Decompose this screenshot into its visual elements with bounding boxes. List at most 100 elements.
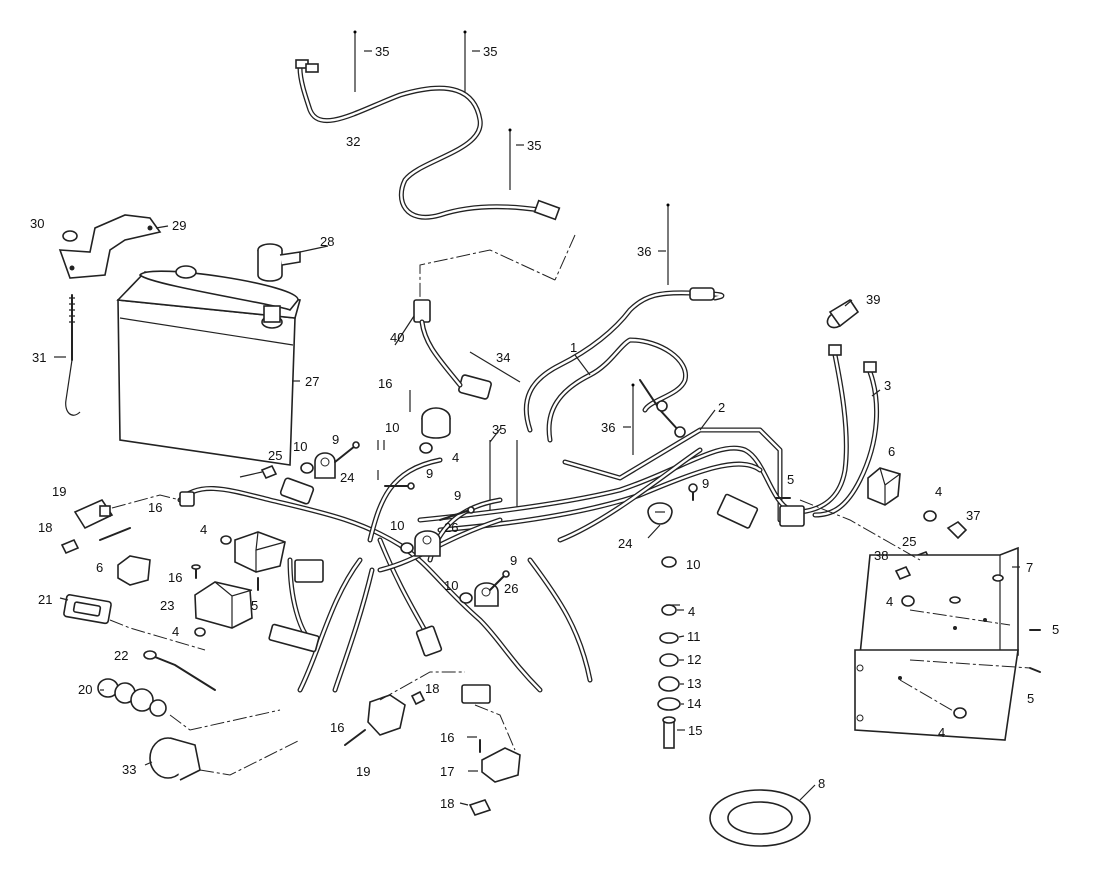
callout-9: 9: [454, 488, 461, 503]
callout-37: 37: [966, 508, 980, 523]
callout-35: 35: [375, 44, 389, 59]
battery-hold-down-29: [58, 214, 162, 279]
connector: [294, 559, 324, 583]
fuse-holder-40: [413, 299, 463, 388]
callout-28: 28: [320, 234, 334, 249]
callout-17: 17: [440, 764, 454, 779]
screws-16: [191, 564, 201, 579]
callout-38: 38: [874, 548, 888, 563]
cable-ties-35: [353, 30, 518, 510]
callout-36: 36: [601, 420, 615, 435]
callout-16: 16: [148, 500, 162, 515]
callout-27: 27: [305, 374, 319, 389]
callout-16: 16: [440, 730, 454, 745]
grommet-20: [97, 678, 281, 731]
battery-27: [116, 265, 302, 466]
relay-6-left: [117, 555, 151, 586]
callout-35: 35: [483, 44, 497, 59]
callout-5: 5: [251, 598, 258, 613]
callout-15: 15: [688, 723, 702, 738]
callout-labels: 1 2 3 4 4 4 4 4 4 4 5 5 5 5 6 6 7 8 9 9 …: [30, 44, 1059, 811]
terminal-38: [894, 565, 912, 581]
callout-24: 24: [618, 536, 632, 551]
nut-4: [220, 535, 232, 545]
connector: [268, 623, 320, 653]
callout-19: 19: [356, 764, 370, 779]
callout-16: 16: [168, 570, 182, 585]
callout-36: 36: [637, 244, 651, 259]
callout-10: 10: [293, 439, 307, 454]
callout-18: 18: [425, 681, 439, 696]
callout-19: 19: [52, 484, 66, 499]
callout-40: 40: [390, 330, 404, 345]
nuts-10: [300, 440, 677, 604]
bolt-31: [65, 294, 81, 416]
wire-22: [143, 650, 216, 691]
terminal-cover-28: [257, 243, 301, 282]
mounting-hardware-stack: [657, 604, 681, 749]
connector: [716, 493, 759, 529]
connector: [179, 491, 195, 507]
callout-6: 6: [96, 560, 103, 575]
callout-5: 5: [1052, 622, 1059, 637]
callout-9: 9: [426, 466, 433, 481]
callout-30: 30: [30, 216, 44, 231]
callout-25: 25: [268, 448, 282, 463]
connector-19: [73, 494, 181, 530]
callout-22: 22: [114, 648, 128, 663]
nut-4: [923, 510, 937, 522]
callout-9: 9: [332, 432, 339, 447]
callout-1: 1: [570, 340, 577, 355]
connector: [458, 374, 492, 400]
relay-6-right: [867, 467, 901, 506]
switch-17: [474, 704, 521, 783]
callout-5: 5: [787, 472, 794, 487]
callout-8: 8: [818, 776, 825, 791]
callout-13: 13: [687, 676, 701, 691]
callout-4: 4: [886, 594, 893, 609]
cable-ties-36: [631, 203, 670, 455]
cable-3: [797, 344, 879, 518]
callout-33: 33: [122, 762, 136, 777]
callout-25: 25: [902, 534, 916, 549]
nut-4: [953, 707, 967, 719]
callout-10: 10: [686, 557, 700, 572]
callout-10: 10: [444, 578, 458, 593]
clip-24-right: [647, 502, 673, 525]
callout-14: 14: [687, 696, 701, 711]
terminal-18-bottom: [468, 799, 492, 816]
connector: [415, 625, 443, 657]
callout-2: 2: [718, 400, 725, 415]
regulator-23: [194, 581, 253, 629]
starter-solenoid: [409, 390, 451, 454]
clip-26-a: [414, 530, 441, 557]
callout-29: 29: [172, 218, 186, 233]
callout-18: 18: [440, 796, 454, 811]
mounting-plate-7: [799, 499, 1031, 741]
callout-32: 32: [346, 134, 360, 149]
callout-dashes: [364, 50, 680, 806]
nut-4: [194, 627, 206, 637]
callout-21: 21: [38, 592, 52, 607]
callout-4: 4: [452, 450, 459, 465]
wire-tie-34: [469, 351, 521, 383]
callout-34: 34: [496, 350, 510, 365]
nut-30: [62, 230, 78, 242]
callout-5: 5: [1027, 691, 1034, 706]
fuse-21: [63, 594, 206, 651]
terminal-18-left: [60, 527, 131, 555]
callout-6: 6: [888, 444, 895, 459]
callout-4: 4: [688, 604, 695, 619]
callout-4: 4: [938, 725, 945, 740]
leader-lines: [54, 225, 1020, 801]
callout-18: 18: [38, 520, 52, 535]
callout-7: 7: [1026, 560, 1033, 575]
grommet-ring-8: [709, 789, 811, 847]
clip-24-left: [314, 452, 336, 479]
connector: [279, 477, 315, 505]
nut-4: [901, 595, 915, 607]
callout-23: 23: [160, 598, 174, 613]
ignition-switch-33: [149, 737, 301, 781]
callout-16: 16: [378, 376, 392, 391]
